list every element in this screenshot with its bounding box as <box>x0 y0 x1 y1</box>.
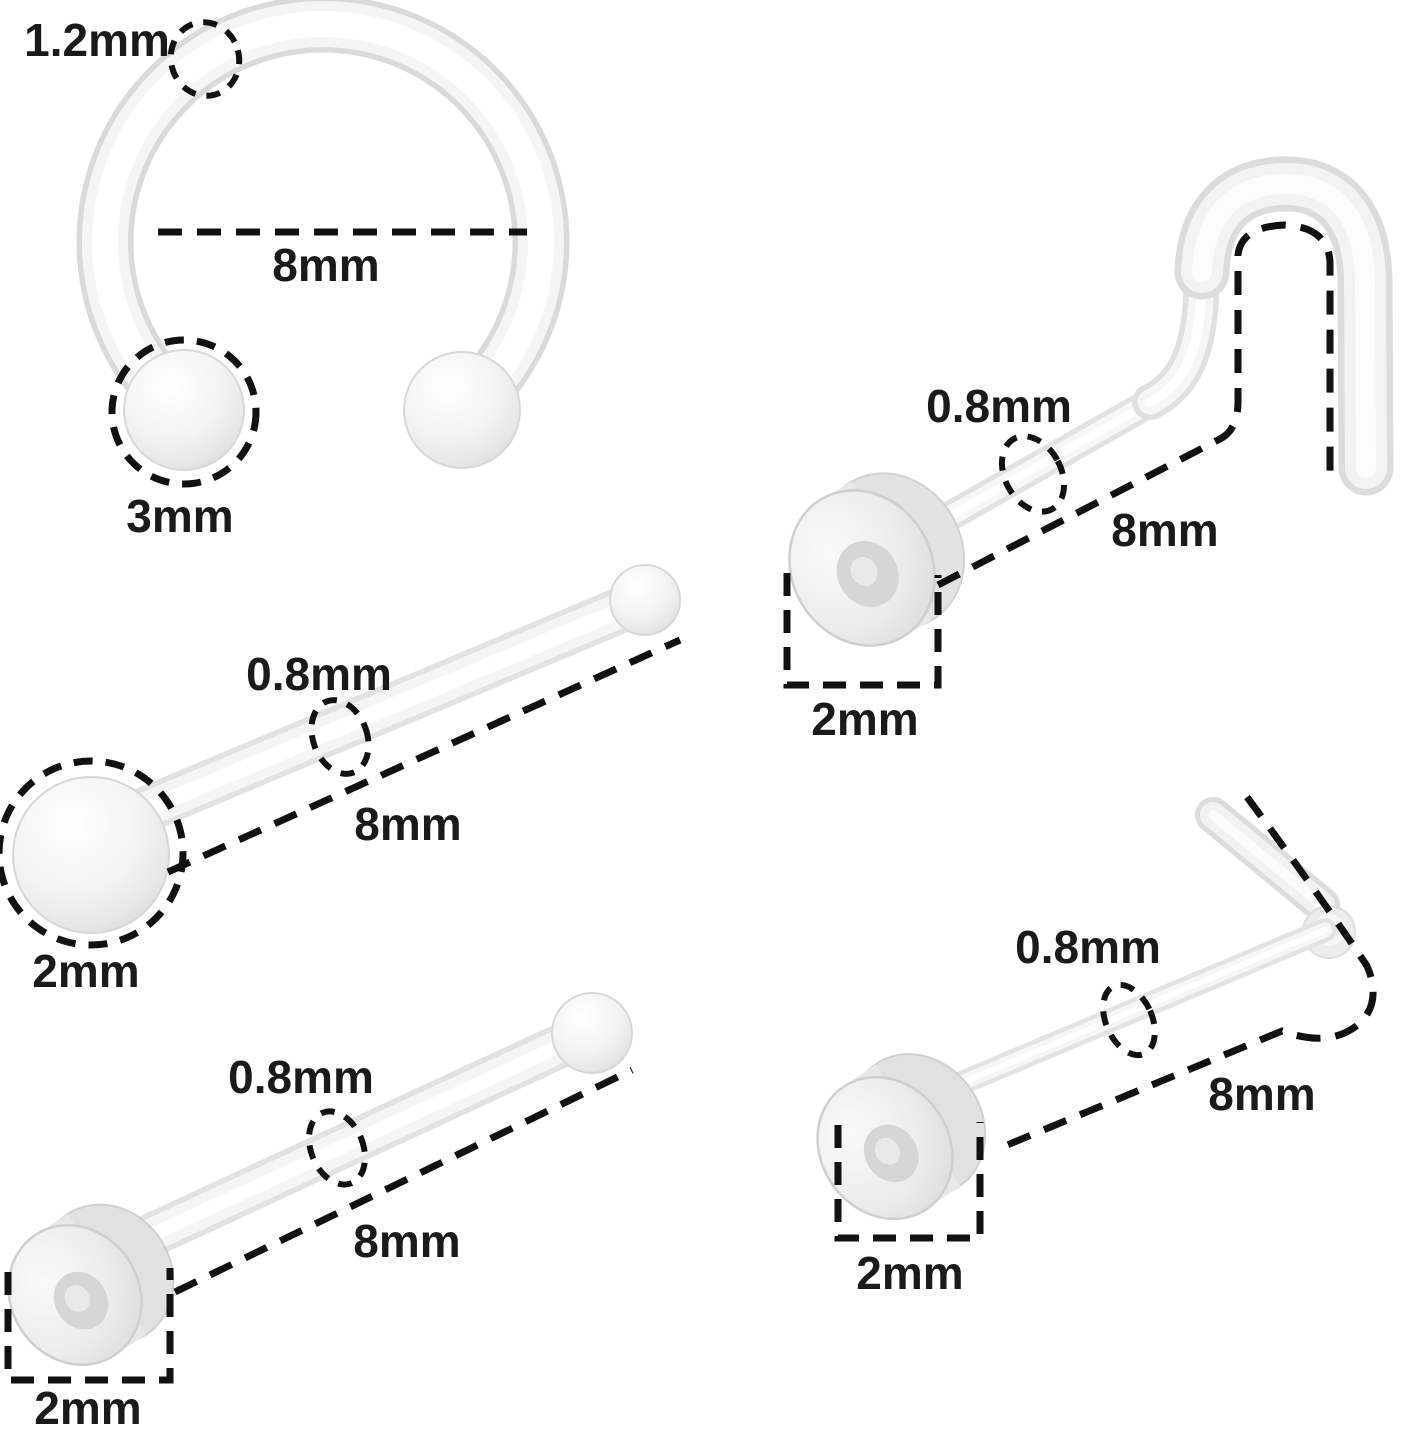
inner-diameter-label: 8mm <box>272 239 379 291</box>
tip-ball <box>609 564 681 636</box>
item-nose-screw: 0.8mm 8mm 2mm <box>783 156 1394 745</box>
base-size-label: 2mm <box>856 1247 963 1299</box>
length-dashed-line <box>173 1066 634 1296</box>
end-ball-2mm <box>12 776 170 934</box>
bone-post <box>93 1025 580 1274</box>
post-highlight <box>942 927 1328 1093</box>
post-length-label: 8mm <box>1111 504 1218 556</box>
gauge-label: 0.8mm <box>228 1051 374 1103</box>
ball-right-3mm <box>403 351 521 469</box>
post-length-label: 8mm <box>354 798 461 850</box>
horseshoe-ring-tube <box>76 0 570 439</box>
ball-dashed-circle <box>0 757 187 949</box>
ball-left-3mm <box>123 349 245 471</box>
item-nose-pin-ball: 0.8mm 8mm 2mm <box>0 564 682 997</box>
item-nose-bone: 0.8mm 8mm 2mm <box>4 992 634 1429</box>
post-highlight <box>108 1040 565 1259</box>
disc-hole-center <box>64 1284 90 1312</box>
base-dashed-bracket <box>834 1122 984 1242</box>
gauge-label: 0.8mm <box>926 380 1072 432</box>
pin-post <box>117 584 651 835</box>
length-dashed-line <box>936 221 1334 589</box>
gauge-label: 0.8mm <box>246 648 392 700</box>
item-l-shaped-stud: 0.8mm 8mm 2mm <box>816 794 1377 1299</box>
bend-highlight <box>1145 267 1207 407</box>
stud-post <box>933 918 1337 1102</box>
base-dashed-bracket <box>783 573 942 689</box>
base-size-label: 2mm <box>34 1382 141 1429</box>
gauge-dashed-circle <box>306 1108 368 1188</box>
gauge-dashed-circle <box>308 697 372 777</box>
gauge-dashed-circle <box>1100 981 1158 1059</box>
base-dashed-bracket <box>4 1268 174 1384</box>
post-length-label: 8mm <box>1208 1068 1315 1120</box>
gauge-label: 1.2mm <box>24 14 170 66</box>
screw-bend <box>1132 254 1220 420</box>
item-circular-barbell: 1.2mm 8mm 3mm <box>24 0 570 542</box>
length-dashed-line <box>998 794 1377 1152</box>
ball-size-label: 2mm <box>32 945 139 997</box>
base-size-label: 2mm <box>811 693 918 745</box>
bar-highlight <box>1208 810 1327 910</box>
gauge-dashed-circle <box>167 19 243 99</box>
l-top-bar <box>1195 797 1340 923</box>
base-disc <box>816 1053 987 1221</box>
post-length-label: 8mm <box>353 1215 460 1267</box>
disc-hole-center <box>850 556 878 586</box>
ring-tube-highlight <box>92 11 554 423</box>
hook-highlight <box>1192 173 1376 478</box>
gauge-label: 0.8mm <box>1015 921 1161 973</box>
tip-ball <box>551 992 633 1074</box>
length-dashed-line <box>166 636 682 876</box>
disc-hole-center <box>874 1137 900 1165</box>
screw-hook <box>1174 156 1394 496</box>
ball-size-label: 3mm <box>126 490 233 542</box>
gauge-dashed-circle <box>998 433 1068 515</box>
base-disc <box>7 1203 175 1366</box>
post-highlight <box>132 599 636 820</box>
base-disc <box>788 472 966 647</box>
ball-dashed-circle <box>108 336 260 488</box>
